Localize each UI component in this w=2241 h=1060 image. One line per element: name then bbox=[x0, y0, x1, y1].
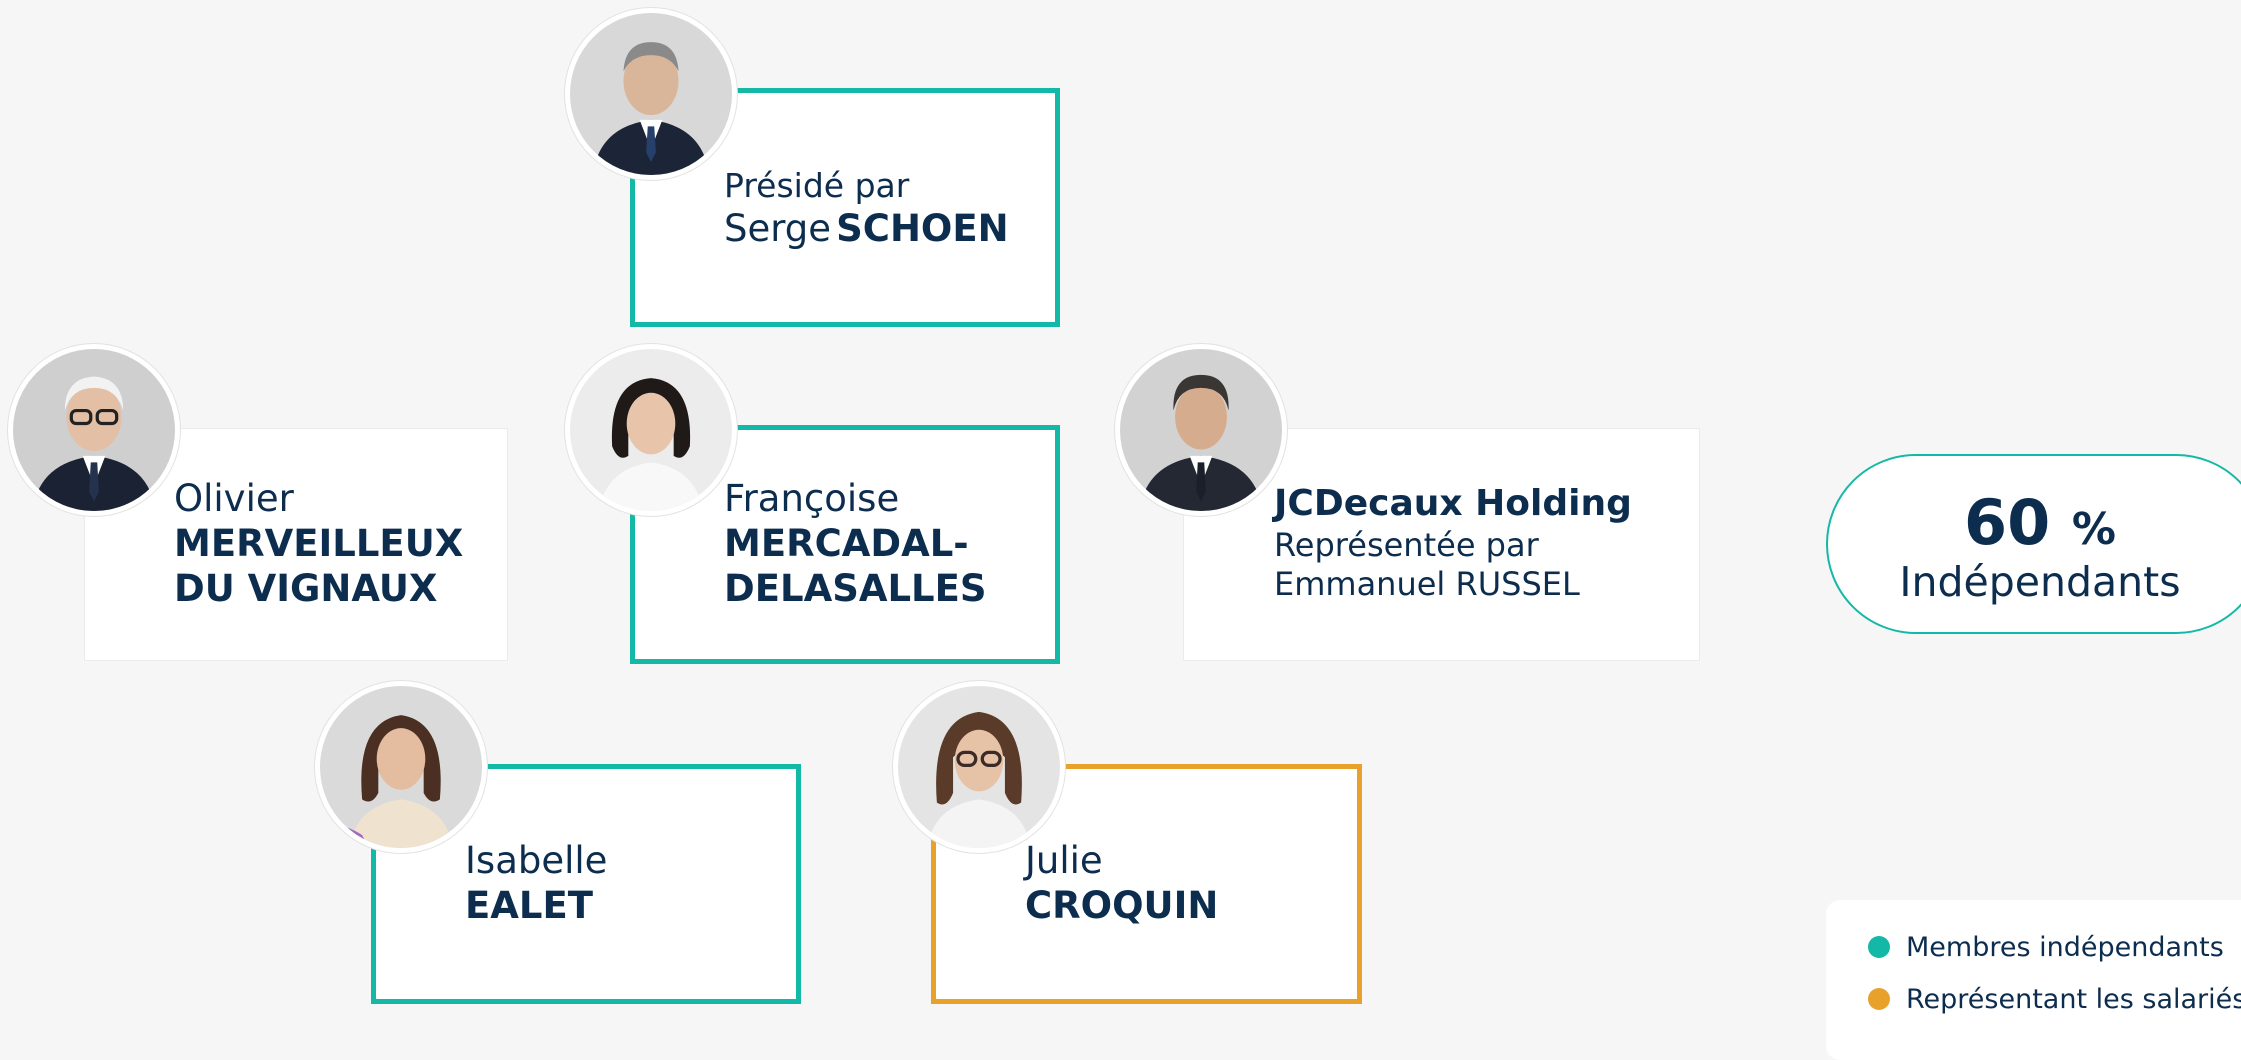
member-first-name: Julie bbox=[1025, 839, 1103, 882]
independence-unit: % bbox=[2071, 504, 2116, 555]
org-name: JCDecaux Holding bbox=[1274, 483, 1632, 524]
member-text-croquin: Julie CROQUIN bbox=[1025, 838, 1218, 928]
chair-photo bbox=[565, 8, 737, 180]
member-first-name: Olivier bbox=[174, 477, 294, 520]
legend-label-employee-rep: Représentant les salariés bbox=[1906, 984, 2241, 1015]
member-last-name-line1: EALET bbox=[465, 884, 594, 928]
member-last-name-line2: DU VIGNAUX bbox=[174, 567, 438, 611]
member-photo-merveilleux bbox=[8, 344, 180, 516]
independence-number: 60 bbox=[1964, 486, 2051, 559]
employee-rep-dot-icon bbox=[1868, 987, 1890, 1010]
independence-ratio-badge: 60 % Indépendants bbox=[1826, 454, 2241, 634]
member-photo-mercadal bbox=[565, 344, 737, 516]
legend-item-employee-rep: Représentant les salariés bbox=[1868, 984, 2241, 1015]
chair-text: Présidé par Serge SCHOEN bbox=[724, 166, 1009, 251]
legend-item-independent: Membres indépendants bbox=[1868, 932, 2224, 963]
member-last-name-line1: MERCADAL- bbox=[724, 522, 969, 566]
legend-label-independent: Membres indépendants bbox=[1906, 932, 2224, 963]
member-photo-croquin bbox=[893, 681, 1065, 853]
member-text-ealet: Isabelle EALET bbox=[465, 838, 607, 928]
member-last-name-line1: MERVEILLEUX bbox=[174, 522, 464, 566]
member-first-name: Isabelle bbox=[465, 839, 608, 882]
chair-last-name: SCHOEN bbox=[836, 207, 1009, 251]
independence-value: 60 % bbox=[1828, 486, 2241, 559]
independence-label: Indépendants bbox=[1899, 558, 2181, 606]
member-photo-ealet bbox=[315, 681, 487, 853]
member-text-jcdecaux: JCDecaux Holding Représentée par Emmanue… bbox=[1274, 482, 1632, 604]
represented-by: Représentée par bbox=[1274, 525, 1539, 564]
member-photo-russel bbox=[1115, 344, 1287, 516]
member-first-name: Françoise bbox=[724, 477, 900, 520]
member-last-name-line1: CROQUIN bbox=[1025, 884, 1219, 928]
chair-prefix: Présidé par bbox=[724, 166, 910, 205]
member-last-name-line2: DELASALLES bbox=[724, 567, 987, 611]
member-text-merveilleux: Olivier MERVEILLEUX DU VIGNAUX bbox=[174, 476, 463, 611]
member-text-mercadal: Françoise MERCADAL- DELASALLES bbox=[724, 476, 987, 611]
independent-dot-icon bbox=[1868, 935, 1890, 958]
chair-first-name: Serge bbox=[724, 207, 832, 251]
legend: Membres indépendants Représentant les sa… bbox=[1826, 900, 2241, 1060]
representative-name: Emmanuel RUSSEL bbox=[1274, 564, 1580, 603]
